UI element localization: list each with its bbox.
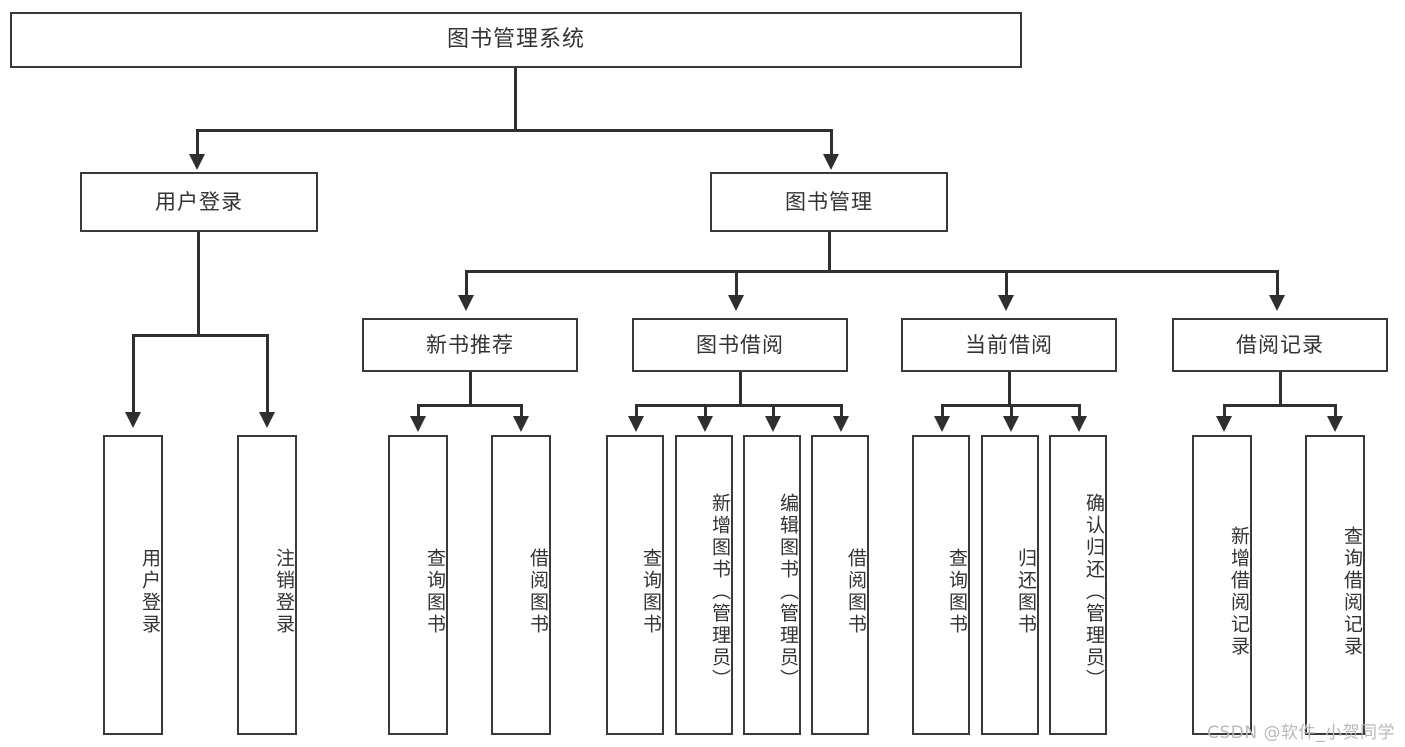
arrow-to-user-login	[189, 154, 205, 170]
arrow-to-book-manage	[823, 154, 839, 170]
leaf-label: 查询图书	[424, 548, 446, 636]
arrow-borrowrecord-leaf-1	[1216, 416, 1232, 432]
connector-level2-drop-1	[465, 270, 468, 297]
connector-book-borrow-stem	[739, 372, 742, 406]
connector-book-manage-stem	[828, 232, 831, 272]
leaf-logout[interactable]: 注销登录	[237, 435, 297, 735]
connector-level1-drop-left	[196, 129, 199, 156]
arrow-to-new-book	[458, 295, 474, 311]
arrow-bookborrow-leaf-2	[697, 416, 713, 432]
leaf-currentborrow-confirm-return-admin[interactable]: 确认归还（管理员）	[1049, 435, 1107, 735]
leaf-newbook-query-book[interactable]: 查询图书	[388, 435, 448, 735]
arrow-to-leaf-user-login	[125, 412, 141, 428]
leaf-label: 借阅图书	[527, 548, 549, 636]
arrow-currentborrow-leaf-3	[1071, 416, 1087, 432]
connector-user-login-bus	[132, 334, 269, 337]
arrow-to-borrow-book	[728, 295, 744, 311]
connector-book-borrow-drop-2	[704, 404, 707, 418]
leaf-label: 新增图书（管理员）	[709, 493, 731, 691]
connector-current-borrow-drop-3	[1078, 404, 1081, 418]
leaf-bookborrow-query-book[interactable]: 查询图书	[606, 435, 664, 735]
arrow-currentborrow-leaf-1	[934, 416, 950, 432]
leaf-bookborrow-add-book-admin[interactable]: 新增图书（管理员）	[675, 435, 733, 735]
connector-level1-bus	[196, 129, 833, 132]
node-book-borrow[interactable]: 图书借阅	[632, 318, 848, 372]
connector-level2-drop-3	[1005, 270, 1008, 297]
leaf-label: 注销登录	[273, 548, 295, 636]
connector-user-login-stem	[197, 232, 200, 336]
node-root-system[interactable]: 图书管理系统	[10, 12, 1022, 68]
connector-borrow-record-drop-1	[1223, 404, 1226, 418]
leaf-borrowrecord-add-record[interactable]: 新增借阅记录	[1192, 435, 1252, 735]
leaf-label: 查询借阅记录	[1341, 526, 1363, 658]
connector-new-book-drop-1	[417, 404, 420, 418]
node-user-login[interactable]: 用户登录	[80, 172, 318, 232]
node-current-borrow[interactable]: 当前借阅	[901, 318, 1117, 372]
connector-new-book-drop-2	[520, 404, 523, 418]
leaf-label: 编辑图书（管理员）	[777, 493, 799, 691]
leaf-user-login[interactable]: 用户登录	[103, 435, 163, 735]
connector-level2-drop-2	[735, 270, 738, 297]
leaf-label: 查询图书	[640, 548, 662, 636]
connector-level2-bus	[465, 270, 1279, 273]
arrow-newbook-leaf-2	[513, 416, 529, 432]
arrow-currentborrow-leaf-2	[1003, 416, 1019, 432]
leaf-currentborrow-return-book[interactable]: 归还图书	[981, 435, 1039, 735]
leaf-label: 借阅图书	[845, 548, 867, 636]
leaf-bookborrow-edit-book-admin[interactable]: 编辑图书（管理员）	[743, 435, 801, 735]
connector-new-book-stem	[469, 372, 472, 406]
connector-root-stem	[514, 68, 517, 131]
arrow-borrowrecord-leaf-2	[1327, 416, 1343, 432]
arrow-bookborrow-leaf-4	[833, 416, 849, 432]
arrow-to-borrow-record	[1269, 295, 1285, 311]
connector-new-book-bus	[417, 404, 523, 407]
arrow-bookborrow-leaf-1	[628, 416, 644, 432]
connector-book-borrow-bus	[635, 404, 842, 407]
node-new-book-recommend[interactable]: 新书推荐	[362, 318, 578, 372]
leaf-label: 用户登录	[139, 548, 161, 636]
node-borrow-record[interactable]: 借阅记录	[1172, 318, 1388, 372]
connector-level1-drop-right	[830, 129, 833, 156]
connector-book-borrow-drop-4	[840, 404, 843, 418]
arrow-bookborrow-leaf-3	[765, 416, 781, 432]
leaf-label: 查询图书	[946, 548, 968, 636]
arrow-to-current-borrow	[998, 295, 1014, 311]
leaf-label: 新增借阅记录	[1228, 526, 1250, 658]
connector-level2-drop-4	[1276, 270, 1279, 297]
leaf-label: 归还图书	[1015, 548, 1037, 636]
node-book-manage[interactable]: 图书管理	[710, 172, 948, 232]
connector-current-borrow-drop-1	[941, 404, 944, 418]
leaf-currentborrow-query-book[interactable]: 查询图书	[912, 435, 970, 735]
leaf-label: 确认归还（管理员）	[1083, 493, 1105, 691]
csdn-watermark: CSDN @软件_小贺同学	[1207, 723, 1395, 743]
arrow-newbook-leaf-1	[410, 416, 426, 432]
leaf-borrowrecord-query-record[interactable]: 查询借阅记录	[1305, 435, 1365, 735]
leaf-newbook-borrow-book[interactable]: 借阅图书	[491, 435, 551, 735]
arrow-to-leaf-logout	[259, 412, 275, 428]
leaf-bookborrow-borrow-book[interactable]: 借阅图书	[811, 435, 869, 735]
connector-user-login-drop-1	[132, 334, 135, 414]
connector-book-borrow-drop-3	[772, 404, 775, 418]
connector-current-borrow-drop-2	[1010, 404, 1013, 418]
connector-user-login-drop-2	[266, 334, 269, 414]
connector-current-borrow-stem	[1008, 372, 1011, 406]
connector-book-borrow-drop-1	[635, 404, 638, 418]
connector-borrow-record-bus	[1223, 404, 1337, 407]
connector-borrow-record-stem	[1279, 372, 1282, 406]
connector-borrow-record-drop-2	[1334, 404, 1337, 418]
